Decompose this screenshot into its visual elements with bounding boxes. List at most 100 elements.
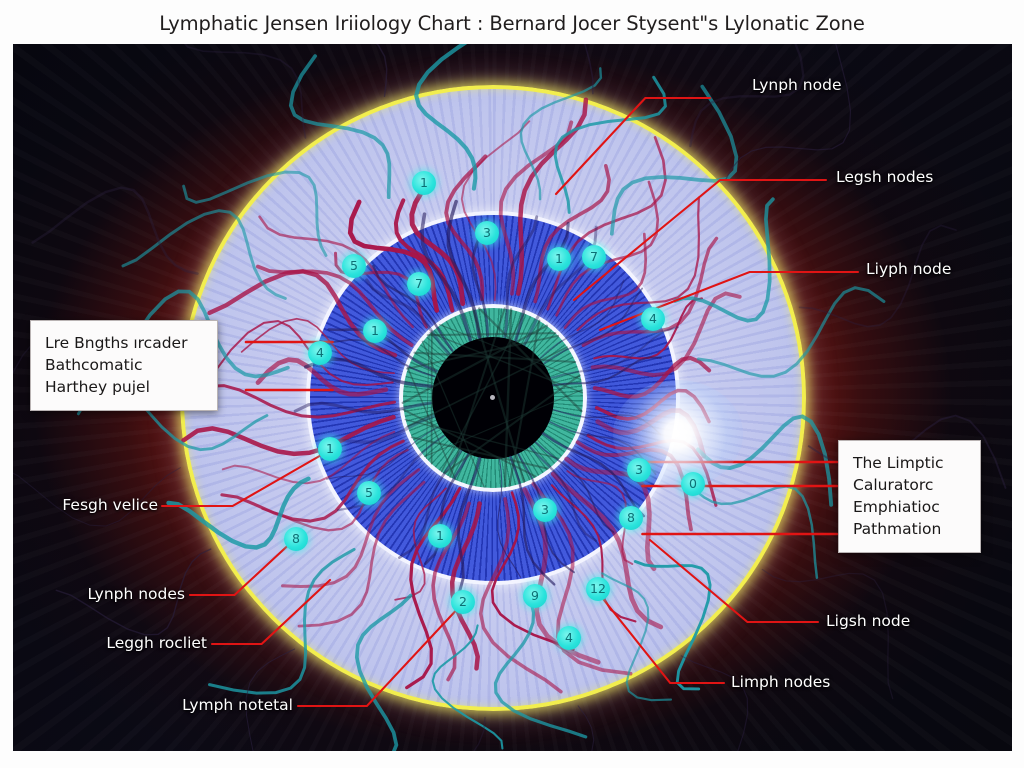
lymph-node-marker[interactable]: 3 <box>533 498 557 522</box>
leader-line <box>188 536 298 597</box>
lymph-node-marker[interactable]: 1 <box>428 524 452 548</box>
callout-line: Lre Bngths ırcader <box>45 334 188 352</box>
iris-radial-fiber <box>456 456 482 593</box>
teal-lymph-channel <box>208 547 356 695</box>
collarette-crosshatch <box>439 324 582 381</box>
iris-radial-fiber <box>552 356 662 387</box>
leader-line <box>160 448 332 508</box>
lymph-node-marker[interactable]: 12 <box>586 577 610 601</box>
lymph-node-marker[interactable]: 0 <box>681 472 705 496</box>
collarette-crosshatch <box>478 307 583 413</box>
collarette-crosshatch <box>413 351 577 364</box>
lymph-vessel <box>444 154 488 302</box>
lymph-vessel <box>181 414 396 457</box>
lymph-node-marker[interactable]: 4 <box>641 307 665 331</box>
lymph-vessel <box>593 297 703 360</box>
callout-line: Pathmation <box>853 520 942 538</box>
teal-lymph-channel <box>601 572 673 702</box>
annotation-label-legsh-nodes-right: Legsh nodes <box>836 168 934 186</box>
collarette-crosshatch <box>472 308 526 483</box>
lymph-vessel <box>490 491 575 651</box>
collarette-crosshatch <box>401 324 548 404</box>
lymph-node-marker[interactable]: 3 <box>475 221 499 245</box>
teal-lymph-channel <box>431 624 504 750</box>
iris-radial-fiber <box>420 212 472 342</box>
teal-lymph-channel <box>695 485 819 579</box>
lymph-vessel <box>546 136 667 311</box>
collarette-crosshatch <box>424 389 583 458</box>
annotation-label-lynph-nodes-left: Lynph nodes <box>87 585 185 603</box>
teal-lymph-channel <box>553 75 667 214</box>
conjunctival-vessel <box>245 648 296 751</box>
conjunctival-vessel <box>725 44 852 180</box>
iris-radial-fiber <box>398 449 463 559</box>
lymph-vessel <box>393 198 455 313</box>
conjunctival-vessel <box>183 44 307 139</box>
conjunctival-vessel <box>375 44 388 98</box>
iris-radial-fiber <box>528 445 598 542</box>
teal-lymph-channel <box>673 197 775 323</box>
lymph-vessel <box>255 357 389 397</box>
iris-radial-fiber <box>497 458 522 578</box>
lymph-node-marker[interactable]: 4 <box>308 341 332 365</box>
lymph-node-marker[interactable]: 1 <box>318 437 342 461</box>
iris-radial-fiber <box>509 455 556 586</box>
iris-radial-fiber <box>550 326 679 379</box>
lymph-node-marker[interactable]: 3 <box>627 458 651 482</box>
teal-lymph-channel <box>493 593 588 739</box>
conjunctival-vessel <box>577 705 595 751</box>
teal-lymph-channel <box>414 44 478 191</box>
lymph-node-marker[interactable]: 2 <box>451 590 475 614</box>
annotation-label-leggh-rocliet-left: Leggh rocliet <box>106 634 207 652</box>
lymph-vessel <box>258 215 414 329</box>
iris-radial-fiber <box>372 264 454 352</box>
annotation-label-fesgh-velice-left: Fesgh velice <box>62 496 158 514</box>
lymph-node-marker[interactable]: 1 <box>547 247 571 271</box>
callout-line: Harthey pujel <box>45 378 150 396</box>
callout-line: Caluratorc <box>853 476 934 494</box>
lymph-vessel <box>347 199 440 313</box>
iris-radial-fiber <box>326 426 439 480</box>
lymph-node-marker[interactable]: 7 <box>407 272 431 296</box>
collarette-crosshatch <box>402 408 537 478</box>
lymph-node-marker[interactable]: 5 <box>342 254 366 278</box>
lymph-vessel <box>594 388 711 424</box>
leader-line <box>554 96 712 196</box>
lymph-vessel <box>281 468 421 589</box>
iris-radial-fiber <box>327 328 438 373</box>
lymph-vessel <box>478 497 563 694</box>
lymph-node-marker[interactable]: 5 <box>357 481 381 505</box>
lymph-node-marker[interactable]: 4 <box>557 626 581 650</box>
collarette-crosshatch <box>410 436 549 470</box>
lymph-vessel <box>207 269 398 358</box>
conjunctival-vessel <box>689 44 805 148</box>
callout-line: The Limptic <box>853 454 944 472</box>
conjunctival-vessel <box>473 716 486 751</box>
lymph-vessel <box>255 264 414 347</box>
teal-lymph-channel <box>609 84 739 236</box>
iris-radial-fiber <box>534 441 615 533</box>
lymph-vessel <box>220 439 405 523</box>
iris-radial-fiber <box>514 221 570 342</box>
iris-radial-fiber <box>503 215 539 339</box>
iris-radial-fiber <box>323 338 436 378</box>
lymph-vessel <box>221 430 396 485</box>
lymph-node-marker[interactable]: 7 <box>582 245 606 269</box>
lymph-node-marker[interactable]: 1 <box>363 319 387 343</box>
collarette-crosshatch <box>429 332 584 394</box>
lymph-node-marker[interactable]: 8 <box>284 527 308 551</box>
lymph-vessel <box>516 97 589 296</box>
annotation-label-limph-nodes-bottom: Limph nodes <box>731 673 831 691</box>
lymph-node-marker[interactable]: 1 <box>412 171 436 195</box>
iris-radial-fiber <box>446 199 482 339</box>
lymph-node-marker[interactable]: 8 <box>619 506 643 530</box>
lymph-vessel <box>555 180 660 317</box>
teal-lymph-channel <box>121 209 287 300</box>
collarette-crosshatch <box>406 366 457 481</box>
iris-radial-fiber <box>319 414 436 446</box>
collarette-crosshatch <box>426 332 557 337</box>
lymph-vessel <box>581 236 719 347</box>
leader-line <box>648 538 820 624</box>
lymph-node-marker[interactable]: 9 <box>523 584 547 608</box>
iris-radial-fiber <box>523 225 598 346</box>
